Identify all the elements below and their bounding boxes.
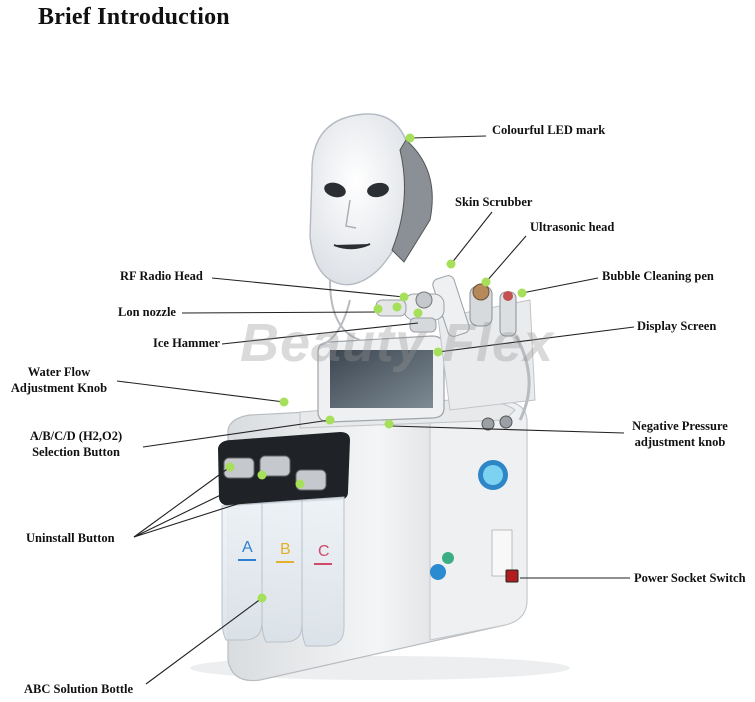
label-selection-line2: Selection Button (32, 445, 120, 459)
mask-strap (391, 139, 433, 263)
ice-hammer (409, 317, 437, 333)
solution-bottles (221, 496, 345, 647)
cabinet-side (429, 401, 528, 641)
callout-dots (225, 133, 527, 603)
led-mask (309, 113, 413, 286)
label-skin-scrubber: Skin Scrubber (455, 195, 533, 209)
label-ultrasonic-head: Ultrasonic head (530, 220, 615, 234)
bottle-letter-c: C (318, 543, 330, 560)
watermark: Beauty Flex (240, 313, 555, 373)
label-bubble-pen: Bubble Cleaning pen (602, 269, 714, 283)
label-uninstall-button: Uninstall Button (26, 531, 115, 545)
label-ice-hammer: Ice Hammer (153, 336, 220, 350)
label-selection-button: A/B/C/D (H2,O2) Selection Button (14, 428, 138, 460)
spec-sticker (491, 529, 513, 577)
bottle-letter-b: B (280, 541, 291, 558)
display-screen (330, 350, 433, 408)
label-abc-bottle: ABC Solution Bottle (24, 682, 134, 696)
label-selection-line1: A/B/C/D (H2,O2) (29, 429, 123, 443)
label-led-mask: Colourful LED mark (492, 123, 606, 137)
uninstall-button-b (259, 455, 291, 477)
label-negative-pressure-line1: Negative Pressure (632, 419, 728, 433)
pressure-knob-2 (499, 415, 513, 429)
label-water-flow: Water Flow Adjustment Knob (10, 364, 108, 396)
leader-lines (116, 135, 635, 685)
bottle-letter-a: A (242, 539, 253, 556)
h2-logo-icon (430, 564, 446, 580)
pressure-knob-1 (481, 417, 495, 431)
label-water-flow-line1: Water Flow (27, 365, 91, 379)
power-switch (505, 569, 519, 583)
label-display-screen: Display Screen (637, 319, 717, 333)
page-title: Brief Introduction (38, 4, 230, 30)
label-ion-nozzle: Lon nozzle (118, 305, 176, 319)
label-negative-pressure: Negative Pressure adjustment knob (626, 418, 734, 450)
label-rf-radio-head: RF Radio Head (120, 269, 203, 283)
label-power-socket: Power Socket Switch (634, 571, 746, 585)
label-water-flow-line2: Adjustment Knob (10, 381, 108, 395)
label-negative-pressure-line2: adjustment knob (634, 435, 726, 449)
